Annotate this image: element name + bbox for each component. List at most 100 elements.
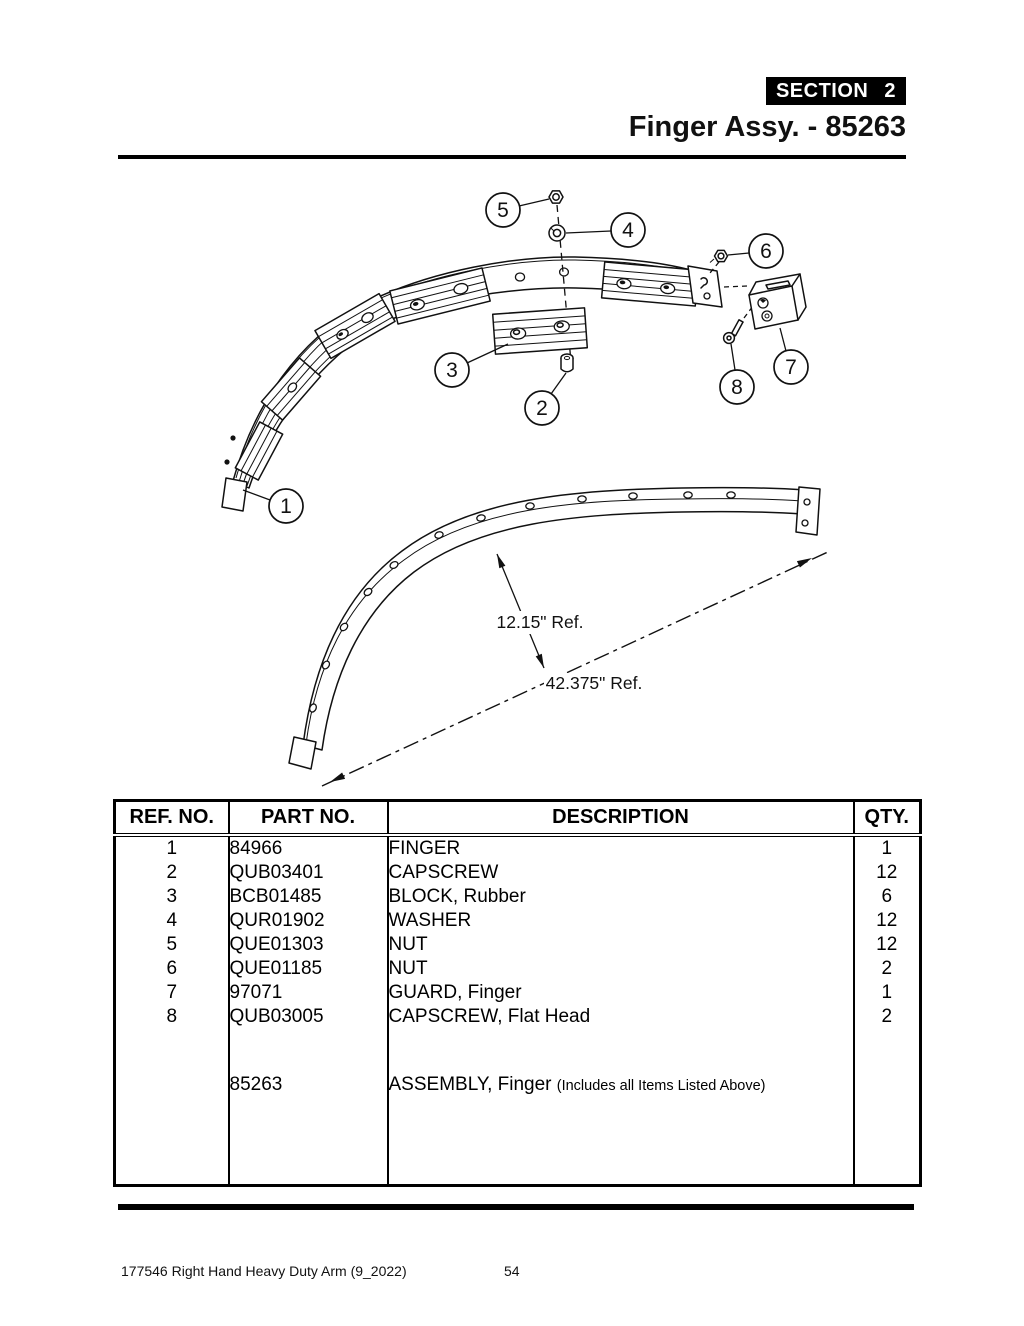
part-cell: QUR01902 xyxy=(228,909,389,933)
desc-cell: FINGER xyxy=(387,835,855,861)
flat-head-capscrew-item8 xyxy=(722,319,744,345)
finger-dimension-drawing: 12.15" Ref. 42.375" Ref. xyxy=(288,486,831,787)
qty-cell: 12 xyxy=(876,910,898,931)
callout-1-number: 1 xyxy=(280,495,292,518)
finger-tip xyxy=(221,477,248,512)
page-title: Finger Assy. - 85263 xyxy=(628,111,906,143)
table-row: 6 QUE01185 NUT 2 xyxy=(114,957,921,981)
table-row: 5 QUE01303 NUT 12 xyxy=(114,933,921,957)
desc-cell: CAPSCREW, Flat Head xyxy=(387,1005,855,1029)
col-header-desc: DESCRIPTION xyxy=(387,800,855,837)
table-row: 8 QUB03005 CAPSCREW, Flat Head 2 xyxy=(114,1005,921,1029)
rubber-block xyxy=(314,292,396,360)
qty-cell: 1 xyxy=(881,982,893,1003)
chord-dimension: 42.375" Ref. xyxy=(544,673,644,695)
callout-6-number: 6 xyxy=(760,240,772,263)
callout-7-number: 7 xyxy=(785,356,797,379)
ref-cell: 2 xyxy=(114,861,230,885)
callout-2: 2 xyxy=(524,372,567,426)
part-cell: QUB03401 xyxy=(228,861,389,885)
qty-cell: 1 xyxy=(881,838,893,859)
rubber-block xyxy=(600,261,700,307)
ref-cell: 8 xyxy=(114,1005,230,1029)
col-header-part: PART NO. xyxy=(228,800,389,837)
filler-row xyxy=(114,1101,921,1186)
callout-5-number: 5 xyxy=(497,199,509,222)
part-cell: QUE01185 xyxy=(228,957,389,981)
qty-cell: 12 xyxy=(876,934,898,955)
chord-dimension-label: 42.375" Ref. xyxy=(546,673,643,693)
callout-8-number: 8 xyxy=(731,376,743,399)
finger-end-plate xyxy=(795,486,821,536)
finger-guard-item7 xyxy=(748,273,807,330)
callout-3: 3 xyxy=(434,343,509,388)
callout-5: 5 xyxy=(485,192,550,228)
table-row: 4 QUR01902 WASHER 12 xyxy=(114,909,921,933)
footer-page-number: 54 xyxy=(504,1263,520,1279)
table-row: 7 97071 GUARD, Finger 1 xyxy=(114,981,921,1005)
callout-3-number: 3 xyxy=(446,359,458,382)
desc-cell: WASHER xyxy=(387,909,855,933)
finger-tip xyxy=(288,736,317,770)
washer-item4 xyxy=(548,224,566,242)
assembly-row: 85263 ASSEMBLY, Finger (Includes all Ite… xyxy=(114,1069,921,1101)
assembly-part-cell: 85263 xyxy=(228,1069,389,1101)
nut-axis-line xyxy=(709,261,720,274)
callout-8: 8 xyxy=(719,343,755,405)
qty-cell: 2 xyxy=(881,958,893,979)
capscrew-item2 xyxy=(560,353,574,373)
ref-cell: 1 xyxy=(114,835,230,861)
nut-item5 xyxy=(548,190,564,204)
table-header-row: REF. NO. PART NO. DESCRIPTION QTY. xyxy=(114,800,921,837)
table-row: 1 84966 FINGER 1 xyxy=(114,835,921,861)
section-word: SECTION xyxy=(775,79,869,102)
col-header-ref: REF. NO. xyxy=(114,800,230,837)
part-cell: QUB03005 xyxy=(228,1005,389,1029)
arm-end-plate xyxy=(687,265,723,308)
ref-cell: 4 xyxy=(114,909,230,933)
part-cell: QUE01303 xyxy=(228,933,389,957)
callout-1: 1 xyxy=(242,488,304,524)
radial-dimension: 12.15" Ref. xyxy=(496,553,584,669)
header-rule xyxy=(118,155,906,159)
desc-cell: GUARD, Finger xyxy=(387,981,855,1005)
part-cell: BCB01485 xyxy=(228,885,389,909)
ref-cell: 3 xyxy=(114,885,230,909)
section-badge: SECTION 2 xyxy=(765,77,906,105)
desc-cell: NUT xyxy=(387,957,855,981)
footer-document-title: 177546 Right Hand Heavy Duty Arm (9_2022… xyxy=(121,1263,407,1279)
ref-cell: 7 xyxy=(114,981,230,1005)
finger-arm-drawing xyxy=(221,256,723,512)
qty-cell: 2 xyxy=(881,1006,893,1027)
callout-4: 4 xyxy=(565,212,646,248)
table-row: 2 QUB03401 CAPSCREW 12 xyxy=(114,861,921,885)
qty-cell: 12 xyxy=(876,862,898,883)
guard-axis-line xyxy=(723,285,748,288)
rubber-block xyxy=(389,267,491,325)
rubber-block-detached xyxy=(491,307,589,355)
rubber-block xyxy=(234,421,284,481)
callout-2-number: 2 xyxy=(536,397,548,420)
callout-4-number: 4 xyxy=(622,219,634,242)
assembly-note: (Includes all Items Listed Above) xyxy=(556,1078,766,1094)
spacer-row xyxy=(114,1029,921,1069)
rubber-block xyxy=(260,357,322,421)
ref-cell: 5 xyxy=(114,933,230,957)
desc-cell: CAPSCREW xyxy=(387,861,855,885)
col-header-qty: QTY. xyxy=(853,800,921,837)
part-cell: 84966 xyxy=(228,835,389,861)
ref-cell: 6 xyxy=(114,957,230,981)
exploded-parts-diagram: 12.15" Ref. 42.375" Ref. 1 2 3 4 xyxy=(221,190,831,787)
chord-reference-line xyxy=(321,550,831,787)
section-number: 2 xyxy=(884,79,896,102)
callout-6: 6 xyxy=(727,233,784,269)
footer-rule xyxy=(118,1204,914,1210)
assembly-desc-cell: ASSEMBLY, Finger (Includes all Items Lis… xyxy=(387,1069,855,1101)
part-cell: 97071 xyxy=(228,981,389,1005)
assembly-desc: ASSEMBLY, Finger xyxy=(388,1074,552,1095)
parts-table: REF. NO. PART NO. DESCRIPTION QTY. 1 849… xyxy=(113,799,922,1187)
nut-item6 xyxy=(709,249,729,263)
table-row: 3 BCB01485 BLOCK, Rubber 6 xyxy=(114,885,921,909)
qty-cell: 6 xyxy=(881,886,893,907)
